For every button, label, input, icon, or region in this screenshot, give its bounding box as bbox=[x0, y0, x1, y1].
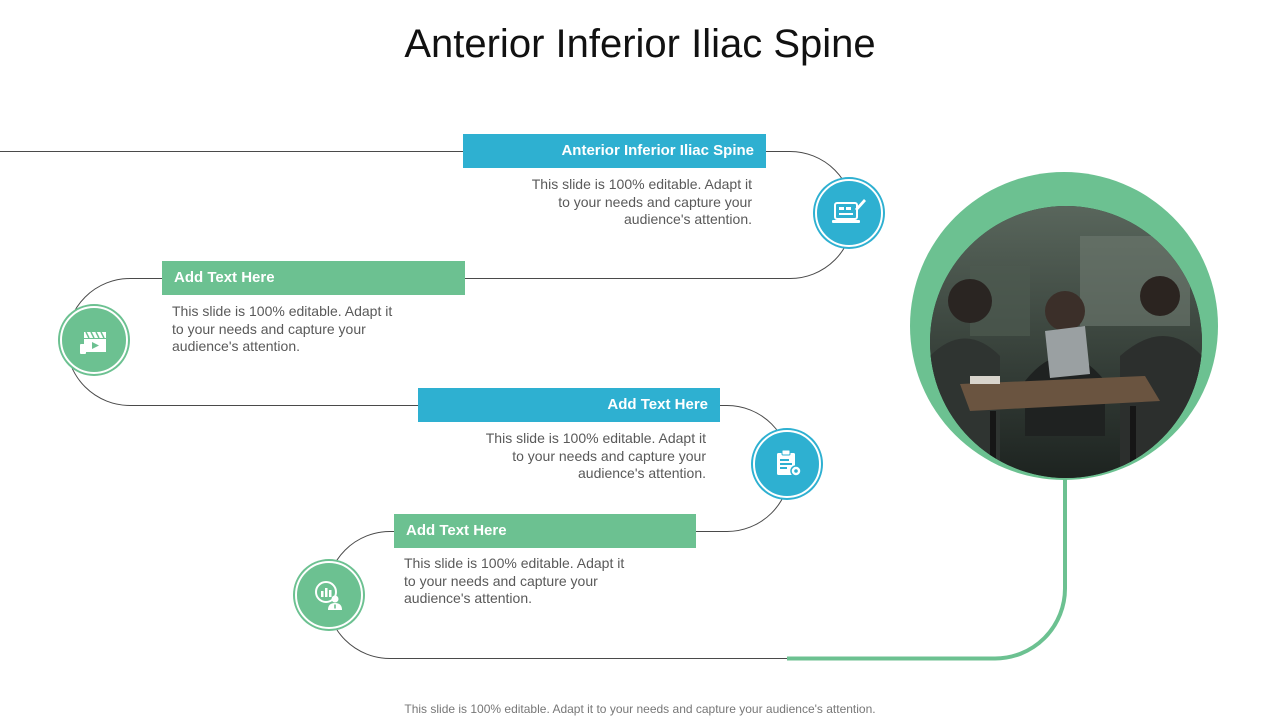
step-1-line-2: to your needs and capture your bbox=[558, 193, 752, 210]
step-3-line-3: audience's attention. bbox=[578, 465, 706, 481]
clipboard-gear-icon bbox=[753, 430, 821, 498]
step-1-line-3: audience's attention. bbox=[624, 211, 752, 227]
step-3-heading: Add Text Here bbox=[418, 388, 720, 422]
step-2-line-1: This slide is 100% editable. Adapt it bbox=[172, 303, 393, 319]
step-4-line-2: to your needs and capture your bbox=[404, 572, 598, 589]
step-4-line-3: audience's attention. bbox=[404, 590, 532, 606]
step-2-heading: Add Text Here bbox=[162, 261, 465, 295]
step-3-line-1: This slide is 100% editable. Adapt it bbox=[485, 430, 706, 446]
step-1-line-1: This slide is 100% editable. Adapt it bbox=[531, 176, 752, 192]
step-1-heading: Anterior Inferior Iliac Spine bbox=[463, 134, 766, 168]
step-4-description: This slide is 100% editable. Adapt it to… bbox=[404, 555, 704, 608]
blog-laptop-icon bbox=[815, 179, 883, 247]
step-4-line-1: This slide is 100% editable. Adapt it bbox=[404, 555, 625, 571]
step-1-description: This slide is 100% editable. Adapt it to… bbox=[452, 176, 752, 229]
step-3-description: This slide is 100% editable. Adapt it to… bbox=[406, 430, 706, 483]
step-3-line-2: to your needs and capture your bbox=[512, 447, 706, 464]
step-2-line-3: audience's attention. bbox=[172, 338, 300, 354]
user-chart-info-icon bbox=[295, 561, 363, 629]
step-2-description: This slide is 100% editable. Adapt it to… bbox=[172, 303, 472, 356]
step-2-line-2: to your needs and capture your bbox=[172, 320, 366, 337]
team-photo bbox=[930, 206, 1202, 478]
video-clapperboard-icon bbox=[60, 306, 128, 374]
footer-note: This slide is 100% editable. Adapt it to… bbox=[404, 702, 876, 716]
slide-title: Anterior Inferior Iliac Spine bbox=[404, 22, 876, 66]
step-4-heading: Add Text Here bbox=[394, 514, 696, 548]
